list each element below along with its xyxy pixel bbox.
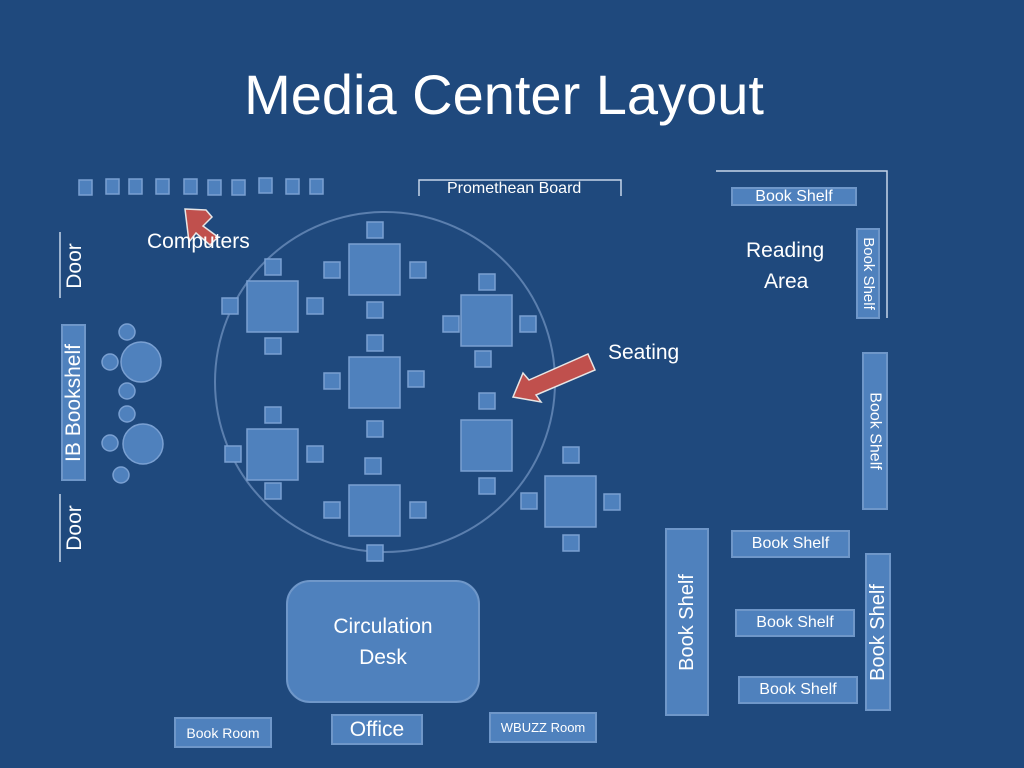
chair <box>323 372 341 390</box>
chair <box>407 370 425 388</box>
book-room-label: Book Room <box>186 724 260 741</box>
computer <box>285 178 300 195</box>
stool <box>118 405 136 423</box>
door-top-label: Door <box>63 243 86 289</box>
round-table <box>122 423 164 465</box>
reading-area-corner <box>716 170 888 318</box>
book-shelf-label: Book Shelf <box>866 583 889 681</box>
chair <box>264 337 282 355</box>
square-table <box>348 243 401 296</box>
office: Office <box>331 714 423 745</box>
stool <box>118 323 136 341</box>
book-shelf-mid-2: Book Shelf <box>735 609 855 637</box>
chair <box>264 482 282 500</box>
computers-label: Computers <box>147 230 250 253</box>
chair <box>409 261 427 279</box>
book-shelf-tall-left: Book Shelf <box>665 528 709 716</box>
square-table <box>544 475 597 528</box>
chair <box>323 501 341 519</box>
reading-area-label-line1: Reading <box>746 239 825 262</box>
chair <box>366 544 384 562</box>
stool <box>118 382 136 400</box>
promethean-board-bracket <box>418 179 622 196</box>
chair <box>603 493 621 511</box>
chair <box>364 457 382 475</box>
seating-label: Seating <box>608 341 680 364</box>
round-table <box>120 341 162 383</box>
chair <box>366 420 384 438</box>
chair <box>478 477 496 495</box>
chair <box>323 261 341 279</box>
computer <box>128 178 143 195</box>
chair <box>366 334 384 352</box>
computer <box>207 179 222 196</box>
computer <box>183 178 198 195</box>
book-shelf-label: Book Shelf <box>756 614 834 631</box>
computer <box>78 179 93 196</box>
circulation-desk-label-line2: Desk <box>359 645 407 669</box>
chair <box>366 301 384 319</box>
chair <box>409 501 427 519</box>
book-shelf-label: Book Shelf <box>759 681 837 698</box>
square-table <box>246 280 299 333</box>
promethean-board-label: Promethean Board <box>447 180 582 197</box>
square-table <box>246 428 299 481</box>
chair <box>519 315 537 333</box>
slide-title: Media Center Layout <box>244 63 764 126</box>
stool <box>101 353 119 371</box>
book-shelf-top: Book Shelf <box>731 187 857 206</box>
door-bottom-label: Door <box>63 505 86 551</box>
wbuzz-room: WBUZZ Room <box>489 712 597 743</box>
book-shelf-mid-3: Book Shelf <box>738 676 858 704</box>
chair <box>306 297 324 315</box>
computer <box>258 177 273 194</box>
square-table <box>348 484 401 537</box>
computer <box>231 179 246 196</box>
chair <box>562 534 580 552</box>
circulation-desk: Circulation Desk <box>286 580 480 703</box>
chair <box>478 392 496 410</box>
chair <box>474 350 492 368</box>
book-shelf-label: Book Shelf <box>751 535 830 552</box>
square-table <box>348 356 401 409</box>
square-table <box>460 294 513 347</box>
chair <box>221 297 239 315</box>
chair <box>520 492 538 510</box>
book-shelf-label: Book Shelf <box>675 573 698 671</box>
book-shelf-mid-1: Book Shelf <box>731 530 850 558</box>
stool <box>101 434 119 452</box>
chair <box>224 445 242 463</box>
chair <box>264 258 282 276</box>
book-shelf-label: Book Shelf <box>859 237 877 310</box>
chair <box>264 406 282 424</box>
book-shelf-corner-vertical: Book Shelf <box>856 228 880 319</box>
chair <box>562 446 580 464</box>
chair <box>478 273 496 291</box>
book-shelf-right-upper: Book Shelf <box>862 352 888 510</box>
book-room: Book Room <box>174 717 272 748</box>
book-shelf-label: Book Shelf <box>755 187 833 205</box>
square-table <box>460 419 513 472</box>
chair <box>306 445 324 463</box>
wbuzz-room-label: WBUZZ Room <box>500 720 586 735</box>
ib-bookshelf: IB Bookshelf <box>61 324 86 481</box>
circulation-desk-label-line1: Circulation <box>333 614 433 638</box>
book-shelf-tall-right: Book Shelf <box>865 553 891 711</box>
computers-arrow <box>184 208 220 247</box>
reading-area-label-line2: Area <box>764 270 809 293</box>
computer <box>309 178 324 195</box>
chair <box>366 221 384 239</box>
stool <box>112 466 130 484</box>
book-shelf-label: Book Shelf <box>867 392 885 470</box>
ib-bookshelf-label: IB Bookshelf <box>61 343 85 462</box>
office-label: Office <box>349 717 405 741</box>
computer <box>105 178 120 195</box>
computer <box>155 178 170 195</box>
seating-arrow <box>511 353 596 404</box>
chair <box>442 315 460 333</box>
